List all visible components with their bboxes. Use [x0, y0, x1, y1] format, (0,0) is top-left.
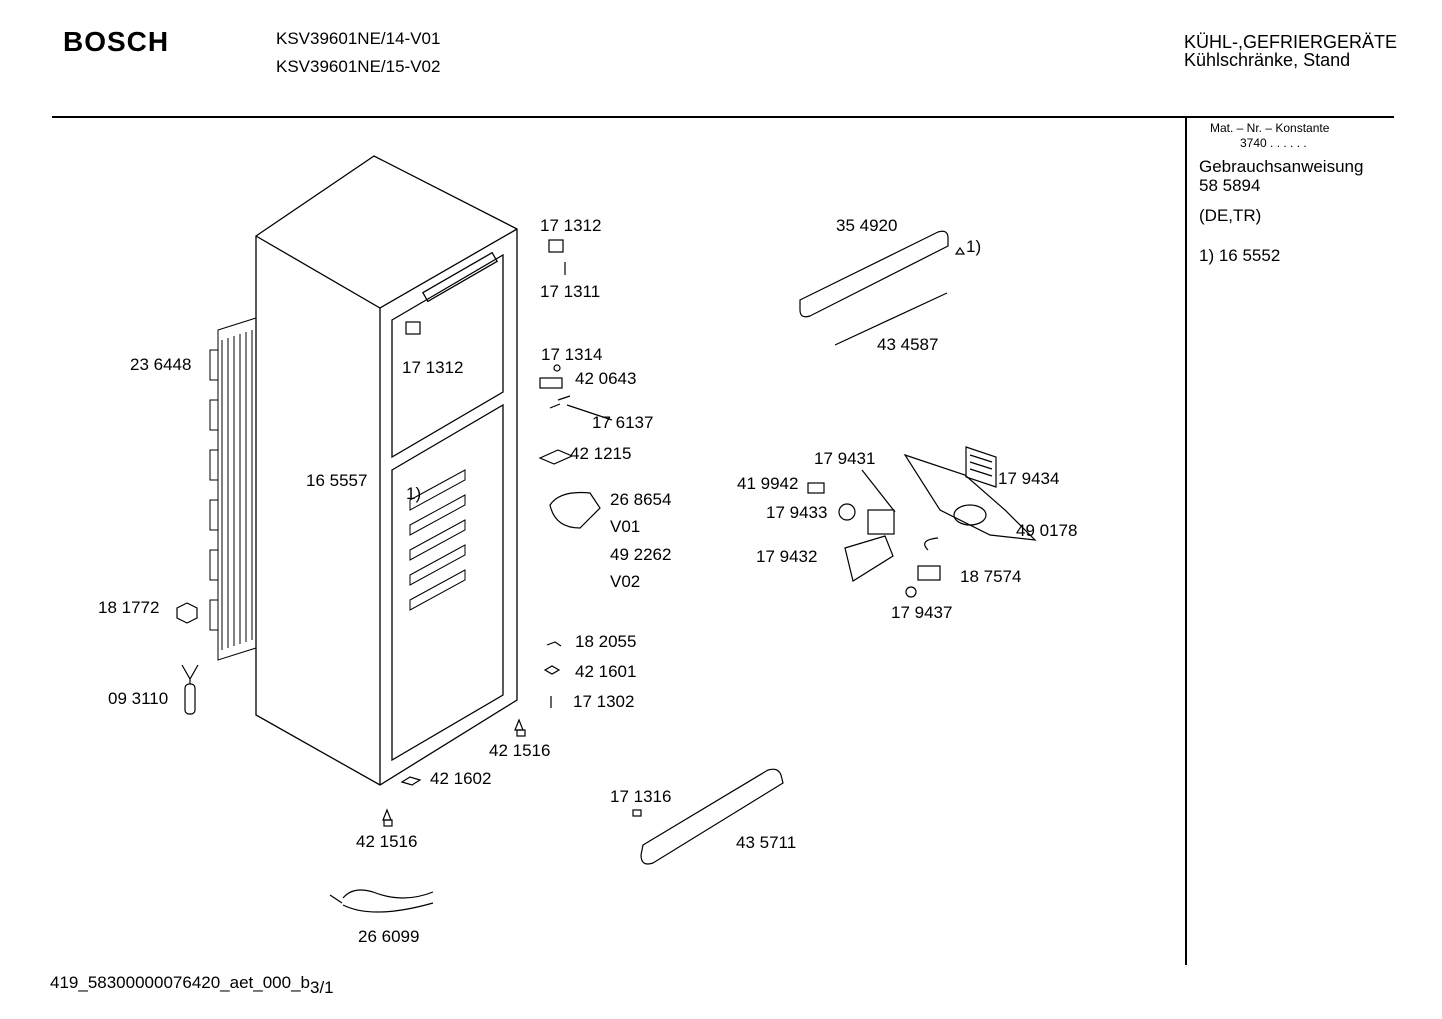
part-label: 43 4587 — [877, 335, 939, 354]
manual-number: 58 5894 — [1199, 176, 1261, 195]
part-label: 17 1312 — [402, 358, 464, 377]
model-number-2: KSV39601NE/15-V02 — [276, 57, 441, 76]
part-label: 17 1312 — [540, 216, 602, 235]
footnote-marker: 1) — [966, 237, 982, 256]
model-number-1: KSV39601NE/14-V01 — [276, 29, 441, 48]
part-label: 17 1302 — [573, 692, 635, 711]
part-label: 16 5557 — [306, 471, 368, 490]
part-label: 42 0643 — [575, 369, 637, 388]
part-label: 49 2262 — [610, 545, 672, 564]
part-label: 35 4920 — [836, 216, 898, 235]
part-label: 17 1316 — [610, 787, 672, 806]
part-label: 42 1215 — [570, 444, 632, 463]
part-label: 17 9432 — [756, 547, 818, 566]
sidebar-divider — [1185, 117, 1187, 965]
version-label: V02 — [610, 572, 641, 591]
part-label: 17 9434 — [998, 469, 1060, 488]
part-label: 17 1311 — [540, 282, 601, 301]
header-divider — [52, 116, 1394, 118]
part-label: 42 1516 — [489, 741, 551, 760]
part-label: 17 6137 — [592, 413, 654, 432]
part-label: 26 6099 — [358, 927, 420, 946]
part-label: 26 8654 — [610, 490, 672, 509]
mat-nr-header: Mat. – Nr. – Konstante — [1210, 121, 1330, 135]
version-label: V01 — [610, 517, 641, 536]
part-label: 23 6448 — [130, 355, 192, 374]
manual-languages: (DE,TR) — [1199, 206, 1262, 225]
brand-logo: BOSCH — [63, 26, 170, 57]
part-label: 49 0178 — [1016, 521, 1078, 540]
part-label: 41 9942 — [737, 474, 799, 493]
part-label: 18 2055 — [575, 632, 637, 651]
part-label: 42 1516 — [356, 832, 418, 851]
part-label: 17 1314 — [541, 345, 603, 364]
small-parts-drawings — [176, 230, 1037, 913]
part-label: 17 9437 — [891, 603, 953, 622]
condenser-drawing — [209, 317, 257, 661]
part-label: 43 5711 — [736, 833, 797, 852]
part-label: 18 1772 — [98, 598, 160, 617]
part-label: 18 7574 — [960, 567, 1022, 586]
part-label: 42 1602 — [430, 769, 492, 788]
manual-label: Gebrauchsanweisung — [1199, 157, 1364, 176]
footnote: 1) 16 5552 — [1199, 246, 1281, 265]
mat-nr-value: 3740 . . . . . . — [1240, 136, 1307, 150]
footer-code: 419_58300000076420_aet_000_b3/1 — [50, 973, 334, 997]
part-label: 17 9431 — [814, 449, 876, 468]
category-subtitle: Kühlschränke, Stand — [1184, 50, 1351, 70]
page-number: 3/1 — [310, 978, 334, 997]
part-label: 17 9433 — [766, 503, 828, 522]
part-label: 42 1601 — [575, 662, 637, 681]
part-label: 09 3110 — [108, 689, 169, 708]
cabinet-drawing — [255, 155, 518, 786]
drawing-code: 419_58300000076420_aet_000_b — [50, 973, 310, 992]
footnote-marker: 1) — [406, 484, 422, 503]
category-title: KÜHL-,GEFRIERGERÄTE — [1184, 32, 1398, 52]
